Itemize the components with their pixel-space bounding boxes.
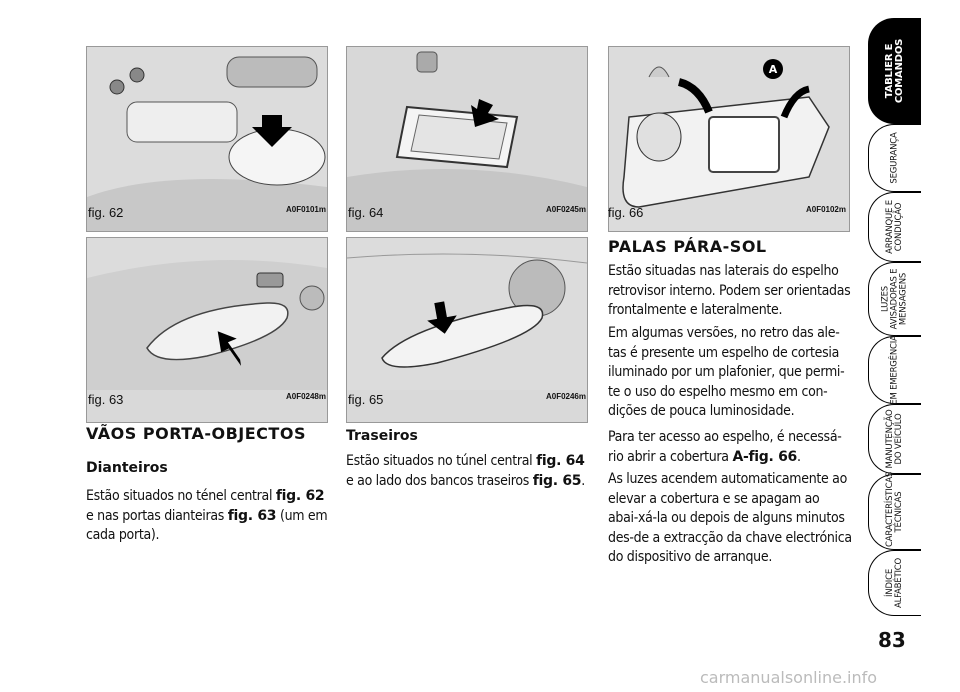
figure-62-image <box>86 46 328 232</box>
sidebar-tab-label: LUZES AVISADORAS E MENSAGENS <box>880 268 909 330</box>
sidebar-tab-tablier-comandos[interactable]: TABLIER E COMANDOS <box>868 18 921 124</box>
paragraph-palas-3: Para ter acesso ao espelho, é necessá-ri… <box>608 428 852 467</box>
sidebar-tab-seguranca[interactable]: SEGURANÇA <box>868 124 921 192</box>
figure-65-label: fig. 65 <box>348 392 384 407</box>
text-run: Estão situados no ténel central <box>86 488 276 504</box>
sidebar-tab-em-emergencia[interactable]: EM EMERGÊNCIA <box>868 335 921 405</box>
text-run: . <box>796 448 801 465</box>
text-run: Estão situados no túnel central <box>346 453 537 469</box>
section-heading-palas: PALAS PÁRA-SOL <box>608 237 767 256</box>
figure-reference-62[interactable]: fig. 62 <box>275 488 325 504</box>
sidebar-tab-luzes-avisadoras[interactable]: LUZES AVISADORAS E MENSAGENS <box>868 262 921 336</box>
figure-66-image: A <box>608 46 850 232</box>
figure-reference-65[interactable]: fig. 65 <box>532 472 582 489</box>
figure-63-label: fig. 63 <box>88 392 124 407</box>
paragraph-traseiros: Estão situados no túnel central fig. 64 … <box>346 452 590 491</box>
figure-64-image <box>346 46 588 232</box>
page-number: 83 <box>878 628 906 652</box>
sidebar-tab-arranque-conducao[interactable]: ARRANQUE E CONDUÇÃO <box>868 192 921 262</box>
sidebar-tab-label: SEGURANÇA <box>889 132 900 184</box>
text-run: . <box>581 472 585 489</box>
paragraph-palas-4: As luzes acendem automaticamente ao elev… <box>608 471 852 565</box>
figure-66-label: fig. 66 <box>608 205 644 220</box>
sidebar-tab-label: ÍNDICE ALFABÉTICO <box>885 558 904 609</box>
watermark-text: carmanualsonline.info <box>700 668 878 687</box>
figure-64-code: A0F0245m <box>545 205 586 214</box>
subheading-dianteiros: Dianteiros <box>86 460 168 476</box>
figure-65-code: A0F0246m <box>545 392 586 401</box>
figure-62-code: A0F0101m <box>285 205 326 214</box>
figure-63-image <box>86 237 328 423</box>
figure-reference-66[interactable]: A-fig. 66 <box>732 448 797 465</box>
figure-62-label: fig. 62 <box>88 205 124 220</box>
sidebar-tab-label: TABLIER E COMANDOS <box>884 38 905 104</box>
figure-reference-64[interactable]: fig. 64 <box>536 453 585 469</box>
paragraph-palas-1: Estão situadas nas laterais do espelho r… <box>608 263 851 318</box>
sidebar-tab-label: MANUTENÇÃO DO VEÍCULO <box>885 409 904 469</box>
figure-63-code: A0F0248m <box>285 392 326 401</box>
sidebar-tab-label: CARACTERÍSTICAS TÉCNICAS <box>885 471 904 547</box>
subheading-traseiros: Traseiros <box>346 428 418 444</box>
sidebar-tab-caracteristicas[interactable]: CARACTERÍSTICAS TÉCNICAS <box>868 471 921 550</box>
text-run: e nas portas dianteiras <box>86 507 228 524</box>
text-run: e ao lado dos bancos traseiros <box>346 472 533 489</box>
text-run: (um em cada porta). <box>86 507 328 544</box>
figure-66-code: A0F0102m <box>805 205 846 214</box>
paragraph-palas-2: Em algumas versões, no retro das ale-tas… <box>608 325 845 419</box>
sidebar-tab-indice[interactable]: ÍNDICE ALFABÉTICO <box>868 550 921 616</box>
figure-reference-63[interactable]: fig. 63 <box>227 507 277 524</box>
figure-66-marker: A <box>769 63 778 76</box>
sidebar-tab-label: EM EMERGÊNCIA <box>889 335 900 405</box>
sidebar-tab-manutencao[interactable]: MANUTENÇÃO DO VEÍCULO <box>868 404 921 474</box>
section-heading-vaos: VÃOS PORTA-OBJECTOS <box>86 424 306 443</box>
text-run: Para ter acesso ao espelho, é necessá-ri… <box>608 429 842 465</box>
paragraph-dianteiros: Estão situados no ténel central fig. 62 … <box>86 487 328 546</box>
sidebar-tab-label: ARRANQUE E CONDUÇÃO <box>885 200 904 254</box>
figure-65-image <box>346 237 588 423</box>
figure-64-label: fig. 64 <box>348 205 384 220</box>
